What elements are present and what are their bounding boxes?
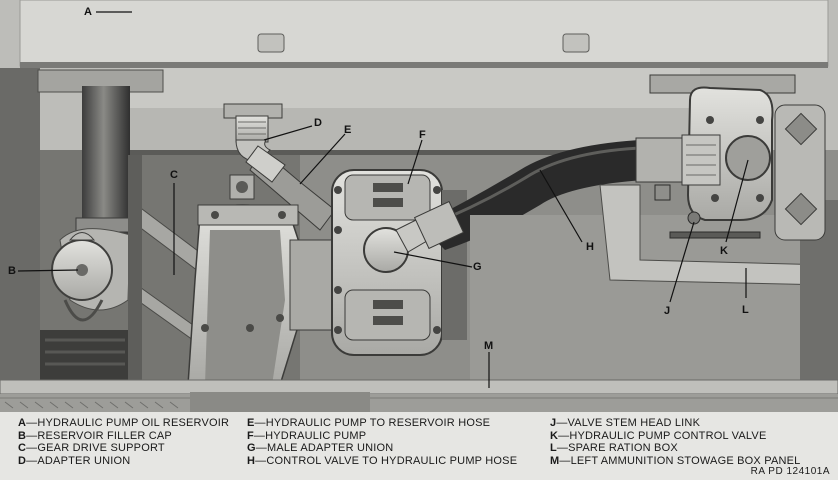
- callout-h: H: [586, 241, 594, 253]
- callout-g: G: [473, 261, 482, 273]
- leader-h: [539, 169, 583, 243]
- legend-item-j: J—VALVE STEM HEAD LINK: [550, 417, 701, 429]
- legend-item-a: A—HYDRAULIC PUMP OIL RESERVOIR: [18, 417, 230, 429]
- legend-item-d: D—ADAPTER UNION: [18, 454, 131, 467]
- callout-c: C: [170, 169, 178, 181]
- legend-column-2: E—HYDRAULIC PUMP TO RESERVOIR HOSE F—HYD…: [247, 417, 517, 467]
- legend-item-e: E—HYDRAULIC PUMP TO RESERVOIR HOSE: [247, 417, 491, 429]
- legend-item-c: C—GEAR DRIVE SUPPORT: [18, 442, 165, 454]
- callout-e: E: [344, 124, 352, 136]
- leader-b: [17, 269, 79, 272]
- legend-item-f: F—HYDRAULIC PUMP: [247, 429, 367, 442]
- reservoir-bolt: [562, 33, 590, 53]
- callout-b: B: [8, 265, 16, 277]
- callout-m: M: [484, 340, 494, 352]
- left-frame: [0, 68, 40, 385]
- legend-column-3: J—VALVE STEM HEAD LINK K—HYDRAULIC PUMP …: [550, 417, 800, 467]
- filler-cap-handle: [68, 232, 96, 241]
- shelf: [130, 68, 700, 110]
- leader-d: [263, 125, 313, 141]
- valve-stem-head-link: [669, 231, 761, 239]
- legend-item-l: L—SPARE RATION BOX: [550, 442, 678, 454]
- legend-column-1: A—HYDRAULIC PUMP OIL RESERVOIR B—RESERVO…: [18, 417, 229, 467]
- assembly-illustration: [0, 0, 838, 412]
- legend-item-b: B—RESERVOIR FILLER CAP: [18, 429, 172, 442]
- stowage-box-panel: [0, 379, 838, 395]
- legend: A—HYDRAULIC PUMP OIL RESERVOIR B—RESERVO…: [0, 412, 838, 480]
- spare-ration-box: [470, 215, 800, 385]
- callout-d: D: [314, 117, 322, 129]
- callout-a: A: [84, 6, 92, 18]
- legend-item-k: K—HYDRAULIC PUMP CONTROL VALVE: [550, 429, 767, 442]
- leader-j: [669, 221, 695, 303]
- legend-item-g: G—MALE ADAPTER UNION: [247, 442, 394, 454]
- callout-leaders: [17, 11, 749, 388]
- legend-item-h: H—CONTROL VALVE TO HYDRAULIC PUMP HOSE: [247, 454, 518, 467]
- reservoir-box: [19, 0, 829, 67]
- leader-e: [299, 133, 346, 185]
- callout-f: F: [419, 129, 426, 141]
- callout-k: K: [720, 245, 728, 257]
- leader-f: [407, 139, 423, 185]
- leader-k: [725, 159, 749, 243]
- diamond-plate: [4, 401, 179, 409]
- legend-item-m: M—LEFT AMMUNITION STOWAGE BOX PANEL: [550, 454, 801, 467]
- figure-number: RA PD 124101A: [750, 466, 830, 477]
- reservoir-bolt: [257, 33, 285, 53]
- callout-j: J: [664, 305, 671, 317]
- leader-g: [393, 251, 473, 268]
- callout-l: L: [742, 304, 749, 316]
